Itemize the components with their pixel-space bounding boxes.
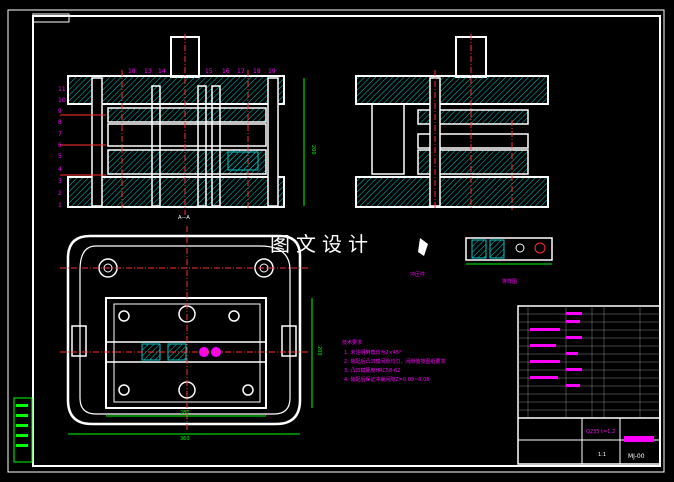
svg-text:10: 10 [58, 97, 66, 104]
svg-text:技术要求: 技术要求 [342, 339, 362, 346]
punch-3 [211, 85, 221, 207]
watermark: 图文设计 [270, 232, 374, 256]
strip-layout-view: 排样图 [465, 237, 553, 285]
lower-die-outline [66, 234, 302, 426]
svg-text:360: 360 [180, 436, 190, 442]
svg-text:5: 5 [58, 153, 62, 160]
svg-text:15: 15 [205, 68, 213, 75]
svg-text:1: 1 [58, 202, 62, 209]
punch-1 [151, 85, 161, 207]
outer-frame [7, 9, 665, 473]
margin-stamp [13, 397, 33, 463]
svg-text:3: 3 [58, 178, 62, 185]
part-view: 冲压件 [410, 238, 428, 278]
svg-text:8: 8 [58, 119, 62, 126]
svg-text:4: 4 [58, 166, 62, 173]
side-view [355, 34, 549, 210]
svg-text:排样图: 排样图 [502, 278, 517, 285]
svg-text:MJ-00: MJ-00 [628, 453, 645, 460]
part-number-labels-top: 18 13 14 15 16 17 18 19 [128, 68, 276, 75]
svg-text:3. 凸凹模硬度HRC58-62: 3. 凸凹模硬度HRC58-62 [344, 367, 400, 374]
svg-text:4. 装配后保证冲裁间隙Z=0.03~0.08: 4. 装配后保证冲裁间隙Z=0.03~0.08 [344, 376, 429, 383]
inner-frame [32, 15, 661, 467]
front-section-view: 200 [60, 34, 316, 215]
svg-text:17: 17 [237, 68, 245, 75]
svg-text:冲压件: 冲压件 [410, 271, 425, 278]
svg-text:1:1: 1:1 [598, 452, 606, 458]
svg-text:2: 2 [58, 190, 62, 197]
svg-text:14: 14 [158, 68, 166, 75]
svg-text:200: 200 [316, 346, 322, 356]
svg-text:18: 18 [128, 68, 136, 75]
svg-text:280: 280 [180, 410, 190, 416]
punch-2 [197, 85, 207, 207]
dim-height-label: 200 [310, 145, 316, 155]
svg-text:Q235 t=1.2: Q235 t=1.2 [586, 429, 615, 435]
guide-post-left [91, 77, 103, 207]
stripper [107, 123, 267, 147]
svg-text:9: 9 [58, 108, 62, 115]
technical-requirements: 技术要求 1. 未注明倒角均为2×45° 2. 装配后凸凹模间隙均匀，间隙值按图… [342, 339, 445, 383]
section-label: A—A [178, 215, 190, 221]
punch-holder [107, 107, 267, 123]
svg-text:1. 未注明倒角均为2×45°: 1. 未注明倒角均为2×45° [344, 349, 402, 356]
svg-text:18: 18 [253, 68, 261, 75]
svg-text:2. 装配后凸凹模间隙均匀，间隙值按图纸要求: 2. 装配后凸凹模间隙均匀，间隙值按图纸要求 [344, 358, 445, 365]
plan-view: 360 280 200 [60, 226, 322, 442]
frame-tab [32, 13, 70, 23]
title-block: Q235 t=1.2 1:1 MJ-00 [517, 305, 661, 465]
guide-post-right [267, 77, 279, 207]
svg-text:16: 16 [222, 68, 230, 75]
die-block [105, 297, 267, 409]
svg-text:13: 13 [144, 68, 152, 75]
svg-text:11: 11 [58, 86, 66, 93]
svg-text:6: 6 [58, 142, 62, 149]
svg-text:19: 19 [268, 68, 276, 75]
part-number-labels-left: 11 10 9 8 7 6 5 4 3 2 1 [58, 86, 66, 209]
svg-text:7: 7 [58, 131, 62, 138]
